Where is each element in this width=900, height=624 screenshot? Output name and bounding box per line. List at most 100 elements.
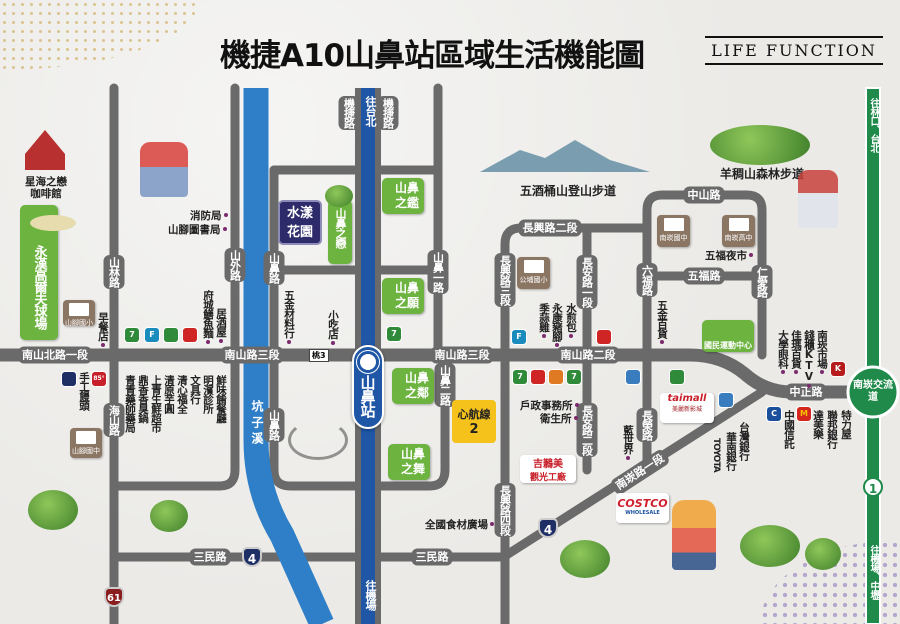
poi-hardware: 五金材料行 — [283, 290, 295, 346]
seven-eleven-icon: 7 — [567, 370, 581, 384]
road-label-changxing-2: 長興路二段 — [518, 219, 582, 237]
poi-col-1: 鼎香香臭鍋 — [137, 375, 149, 423]
poi-jiama: 佳瑪百貨 — [790, 330, 802, 376]
factory-sign: 吉鶼美 觀光工廠 — [520, 455, 576, 483]
familymart-icon: F — [145, 328, 159, 342]
poi-toyota: TOYOTA — [711, 438, 721, 472]
poi-fire: 消防局 — [190, 210, 230, 222]
road-label-nanshan-3a: 南山路三段 — [220, 346, 284, 364]
poi-col-2: 上青生鮮超市 — [150, 375, 162, 432]
shanbi-yuan: 山鼻之願 — [382, 278, 424, 314]
interchange-label: 南崁交流道 — [853, 380, 893, 403]
road-label-sanmin-a: 三民路 — [189, 548, 231, 566]
poi-union-bank: 聯邦銀行 — [826, 410, 838, 448]
station-name: 山鼻站 — [358, 375, 377, 417]
road-label-jijie-right: 機捷路 — [377, 96, 399, 130]
poi-izakaya: 居酒屋 — [215, 308, 227, 345]
road-label-shanlin: 山林路 — [103, 255, 125, 289]
tree-icon — [28, 490, 78, 530]
poi-huanan: 華南銀行 — [725, 432, 737, 470]
road-label-changan-2: 長安路二段 — [576, 403, 598, 457]
man-walking-dog-illustration — [140, 142, 188, 197]
sports-center-label: 國民運動中心 — [704, 341, 752, 350]
national-highway-1 — [865, 87, 881, 624]
road-label-renai: 仁愛路 — [751, 265, 773, 299]
road-shanbi — [269, 165, 361, 491]
mountain-illustration — [480, 140, 650, 172]
river-label: 坑子溪 — [250, 400, 264, 448]
mcdonalds-icon: M — [797, 407, 811, 421]
shanbi-yuan-label: 山鼻之願 — [394, 281, 419, 310]
road-shanbi-2 — [376, 350, 450, 491]
poi-garlic-chicken: 季蒜雞 — [538, 303, 550, 340]
road-label-shanbi-1: 山鼻一路 — [427, 250, 449, 294]
school-shanjiao-elem: 山腳國小 — [63, 300, 95, 327]
poi-market: 南崁市場 — [816, 330, 828, 376]
road-label-shanbi-2: 山鼻二路 — [434, 363, 456, 407]
poi-ktv: 錢櫃KTV — [803, 330, 815, 390]
tree-icon — [325, 185, 353, 207]
cinema-label: 美麗新影城 — [671, 406, 702, 413]
factory-sub: 觀光工廠 — [529, 473, 566, 483]
familymart-icon: F — [512, 330, 526, 344]
costco-sub: WHOLESALE — [625, 510, 660, 516]
road-label-changxing-4: 長興路四段 — [494, 483, 516, 537]
mrt-logo-icon — [62, 372, 76, 386]
poi-col-5: 文具行 — [189, 375, 201, 404]
carrefour-icon: C — [767, 407, 781, 421]
road-label-haishan: 海山路 — [103, 403, 125, 437]
road-label-jijie-left: 機捷路 — [338, 96, 360, 130]
tree-icon — [150, 500, 188, 532]
road-label-changan-1: 長安路一段 — [576, 255, 598, 309]
trail-yangchou: 羊稠山森林步道 — [720, 167, 805, 181]
road-nanshan — [0, 348, 870, 399]
cafe-85c-icon: 85° — [92, 372, 106, 386]
costco-logo: COSTCO WHOLESALE — [616, 493, 669, 523]
shanbi-lin-label: 山鼻之鄰 — [404, 371, 429, 400]
road-shanwai — [109, 83, 240, 491]
shanbi-station[interactable]: 山鼻站 — [352, 345, 384, 429]
road-label-changrong: 長榮路 — [636, 408, 658, 442]
road-label-liufu: 六福路 — [636, 263, 658, 297]
golf-label: 永漢高爾夫球場 — [31, 245, 47, 329]
poi-eel: 府城鱔魚麵 — [202, 290, 214, 346]
poi-night-market: 五福夜市 — [705, 250, 755, 262]
poi-library: 山腳圖書局 — [168, 224, 229, 236]
tree-icon — [560, 540, 610, 578]
poi-health: 衛生所 — [540, 413, 580, 425]
seven-eleven-icon: 7 — [387, 327, 401, 341]
shanbi-lian-label: 山鼻之戀 — [334, 208, 347, 248]
poi-mantou: 手工饅頭 — [78, 372, 90, 410]
costco-label: COSTCO — [617, 497, 668, 510]
road-label-shanbi: 山鼻路 — [263, 251, 285, 285]
shanbi-jian: 山鼻之鑑 — [382, 178, 424, 214]
poi-col-4: 清心福全 — [176, 375, 188, 413]
poi-household: 戶政事務所 — [520, 400, 581, 412]
shanbi-lian: 山鼻之戀 — [328, 200, 352, 264]
poi-pork: 永康豬腳 — [551, 303, 563, 349]
tree-icon — [805, 538, 841, 570]
road-label-shanbi-lower: 山鼻路 — [263, 408, 285, 442]
road-label-zhongshan: 中山路 — [683, 186, 725, 204]
school-nankan-jr: 南崁國中 — [657, 215, 690, 247]
school-label: 南崁國中 — [659, 234, 688, 242]
mrt-logo-icon — [357, 351, 379, 373]
cyclist-illustration — [288, 420, 348, 460]
poi-breakfast: 早餐店 — [97, 312, 109, 349]
road-label-changxing-3: 長興路三段 — [494, 253, 516, 307]
taimall-sign: taimall 美麗新影城 — [660, 393, 714, 423]
school-label: 公埔國小 — [519, 276, 548, 284]
poi-col-3: 清原芋圓 — [163, 375, 175, 413]
hw61-marker: 61 — [104, 587, 124, 607]
shanbi-wu-label: 山鼻之舞 — [400, 447, 425, 476]
hospital-icon — [626, 370, 640, 384]
river-kengzi — [243, 88, 334, 624]
cafe-label: 星海之戀咖啡館 — [25, 176, 67, 200]
hw4-marker-a: 4 — [242, 547, 262, 567]
tree-icon — [740, 525, 800, 567]
poi-trplus: 特力屋 — [840, 410, 852, 439]
road-label-wufu: 五福路 — [683, 267, 725, 285]
poi-ctbc: 中國信託 — [783, 410, 795, 448]
road-label-nanshan-3b: 南山路三段 — [430, 346, 494, 364]
